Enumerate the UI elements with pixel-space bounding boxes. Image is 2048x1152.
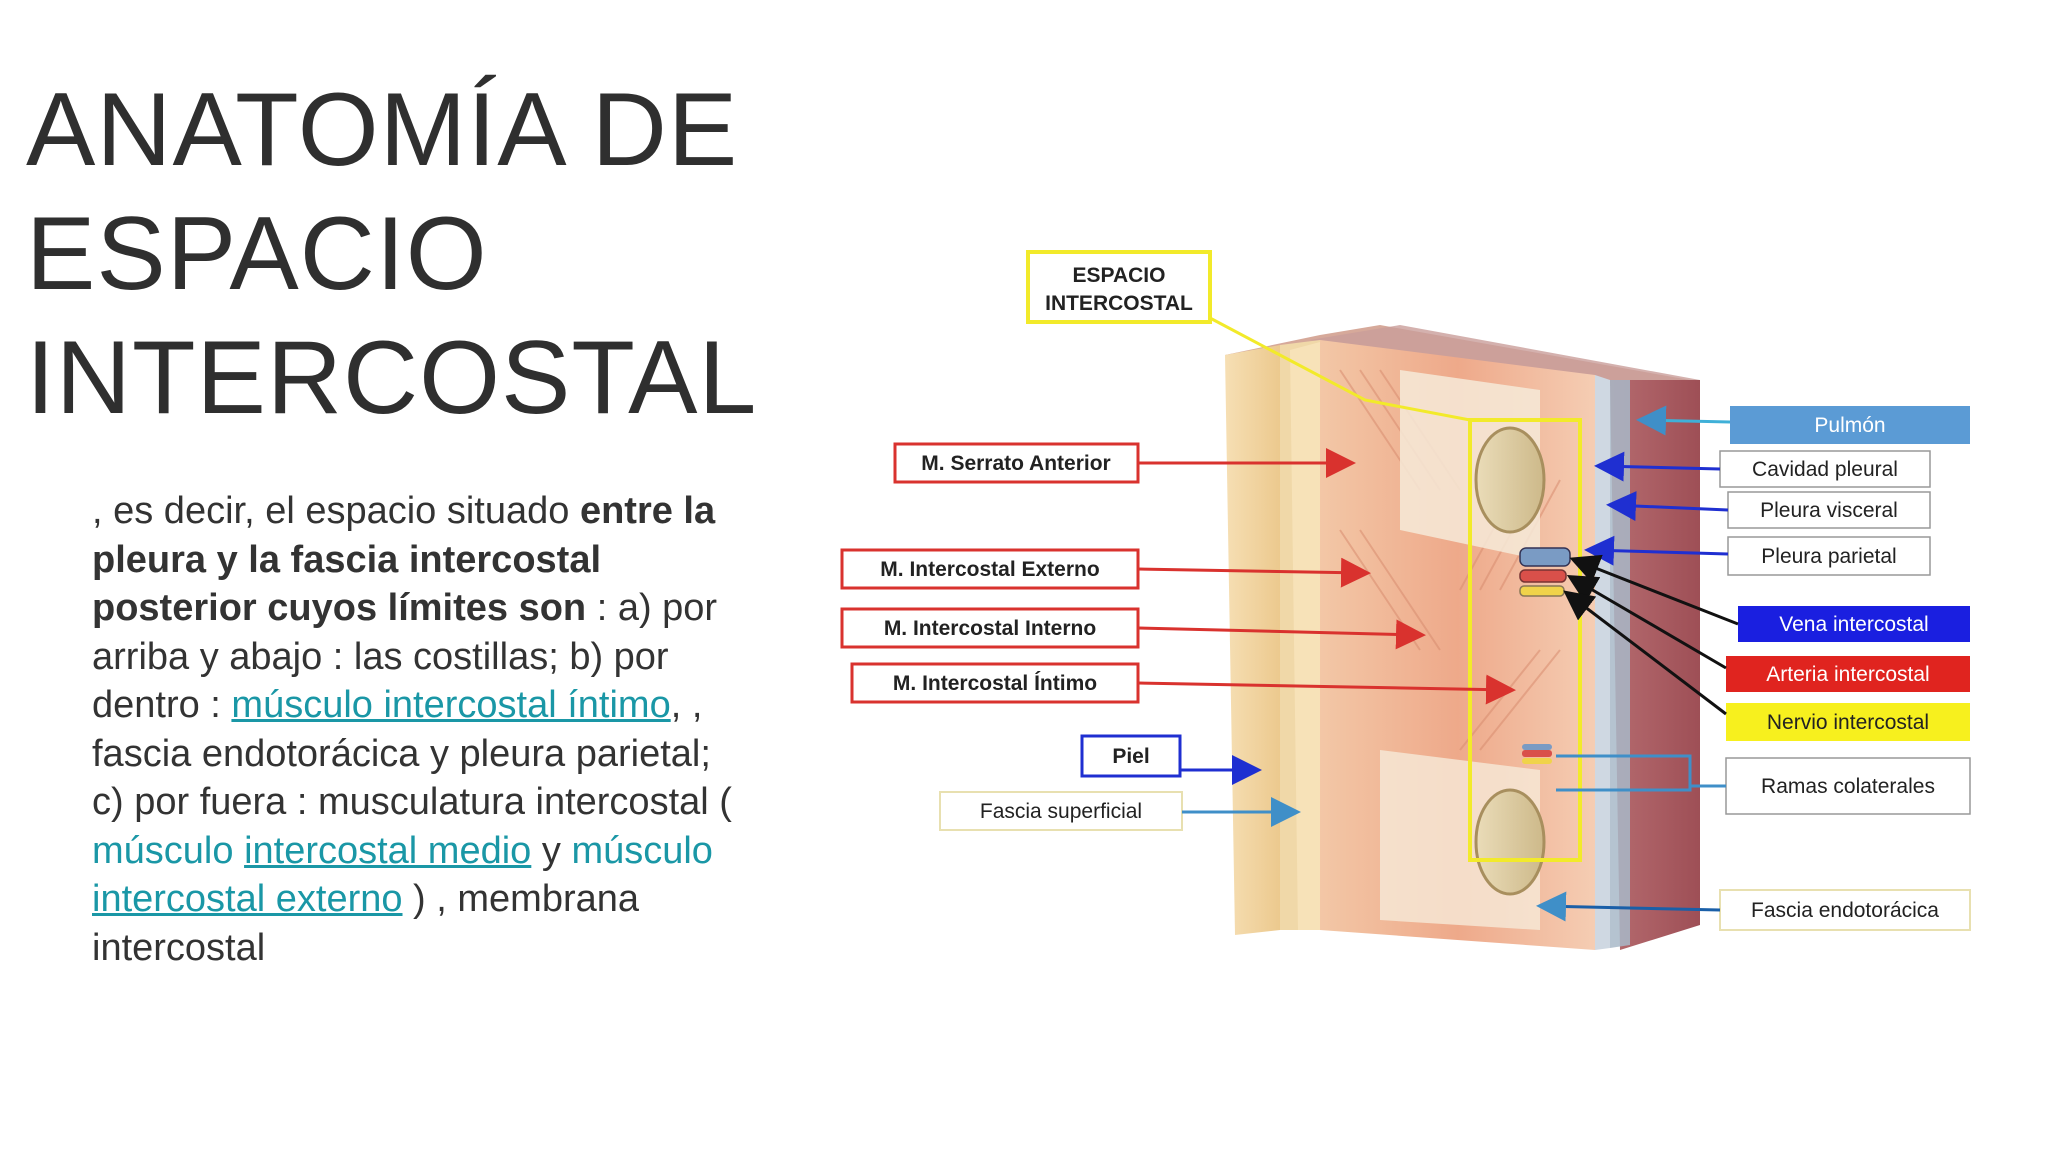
label-piel: Piel bbox=[1080, 734, 1262, 785]
link-musculo-intercostal-externo-b[interactable]: intercostal externo bbox=[92, 878, 403, 920]
lung-block bbox=[1610, 380, 1700, 950]
svg-text:Fascia superficial: Fascia superficial bbox=[980, 800, 1142, 823]
svg-text:Nervio intercostal: Nervio intercostal bbox=[1767, 711, 1929, 734]
label-pulmon: Pulmón bbox=[1636, 405, 1970, 444]
rib-upper bbox=[1474, 426, 1546, 534]
rib-lower bbox=[1474, 788, 1546, 896]
label-pleura-visceral: Pleura visceral bbox=[1606, 491, 1931, 529]
body-text-4 bbox=[234, 830, 245, 872]
svg-text:Fascia endotorácica: Fascia endotorácica bbox=[1751, 899, 1939, 922]
link-musculo-intercostal-medio-b[interactable]: intercostal medio bbox=[244, 829, 532, 872]
label-fascia-superficial: Fascia superficial bbox=[939, 791, 1301, 831]
title-line-2: ESPACIO bbox=[26, 196, 488, 312]
label-ramas-colaterales: Ramas colaterales bbox=[1556, 754, 1971, 815]
svg-text:M. Intercostal Interno: M. Intercostal Interno bbox=[884, 617, 1096, 640]
vein-vessel bbox=[1519, 547, 1571, 567]
anatomy-illustration bbox=[1209, 316, 1700, 950]
title-line-1: ANATOMÍA DE bbox=[26, 72, 739, 188]
label-vena-intercostal: Vena intercostal bbox=[1569, 554, 1970, 642]
body-bold-text: entre la pleura y la fascia intercostal … bbox=[92, 490, 716, 629]
body-text-2: : a) por arriba y abajo : las costillas;… bbox=[92, 587, 718, 726]
label-fascia-endotoracica: Fascia endotorácica bbox=[1536, 889, 1971, 931]
svg-text:Arteria intercostal: Arteria intercostal bbox=[1766, 663, 1929, 686]
skin-layer bbox=[1225, 345, 1280, 935]
svg-text:M. Serrato Anterior: M. Serrato Anterior bbox=[921, 452, 1110, 475]
body-text: , es decir, el espacio situado entre la … bbox=[92, 487, 752, 972]
link-musculo-intercostal-intimo[interactable]: músculo intercostal íntimo bbox=[231, 684, 671, 726]
espacio-line-1: ESPACIO bbox=[1073, 264, 1166, 287]
body-text-5: y bbox=[531, 829, 572, 872]
espacio-line-2: INTERCOSTAL bbox=[1045, 292, 1193, 315]
svg-text:Piel: Piel bbox=[1112, 745, 1149, 768]
artery-vessel bbox=[1519, 569, 1567, 583]
label-intercostal-intimo: M. Intercostal Íntimo bbox=[850, 662, 1516, 705]
svg-text:Vena intercostal: Vena intercostal bbox=[1779, 613, 1928, 636]
link-musculo-intercostal-externo-a[interactable]: músculo bbox=[571, 829, 713, 872]
label-intercostal-interno: M. Intercostal Interno bbox=[840, 607, 1426, 650]
label-espacio-intercostal: ESPACIO INTERCOSTAL bbox=[1026, 250, 1212, 324]
body-text-1: , es decir, el espacio situado bbox=[92, 490, 580, 532]
nerve-fiber bbox=[1519, 585, 1565, 597]
label-intercostal-externo: M. Intercostal Externo bbox=[840, 548, 1371, 590]
intercostal-diagram: ESPACIO INTERCOSTAL M. Serrato Anterior … bbox=[840, 250, 1971, 950]
body-text-7: ) , membrana intercostal bbox=[92, 878, 640, 969]
svg-text:Pulmón: Pulmón bbox=[1814, 414, 1885, 437]
svg-text:Pleura visceral: Pleura visceral bbox=[1760, 499, 1898, 522]
label-arteria-intercostal: Arteria intercostal bbox=[1566, 574, 1970, 692]
slide-title: ANATOMÍA DE ESPACIO INTERCOSTAL bbox=[26, 68, 826, 440]
label-pleura-parietal: Pleura parietal bbox=[1584, 535, 1931, 576]
intercostal-space-frame bbox=[1468, 418, 1582, 862]
label-cavidad-pleural: Cavidad pleural bbox=[1594, 450, 1931, 488]
label-serrato-anterior: M. Serrato Anterior bbox=[893, 442, 1356, 484]
svg-text:Ramas colaterales: Ramas colaterales bbox=[1761, 775, 1935, 798]
svg-text:Cavidad pleural: Cavidad pleural bbox=[1752, 458, 1898, 481]
link-musculo-intercostal-medio-a[interactable]: músculo bbox=[92, 829, 234, 872]
svg-text:M. Intercostal Íntimo: M. Intercostal Íntimo bbox=[893, 672, 1097, 695]
body-text-3: , , fascia endotorácica y pleura parieta… bbox=[92, 684, 732, 823]
title-line-3: INTERCOSTAL bbox=[26, 320, 758, 436]
label-nervio-intercostal: Nervio intercostal bbox=[1563, 590, 1970, 741]
svg-text:M. Intercostal Externo: M. Intercostal Externo bbox=[880, 558, 1099, 581]
svg-text:Pleura parietal: Pleura parietal bbox=[1761, 545, 1896, 568]
